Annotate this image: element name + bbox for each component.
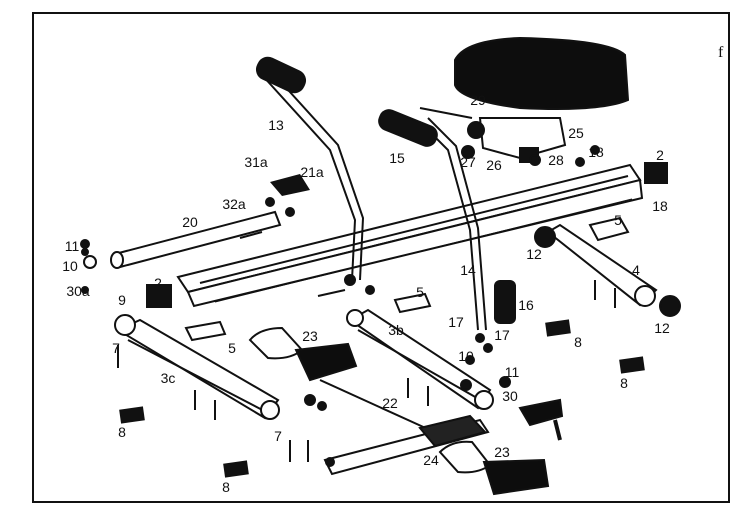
callout-c24: 24 — [423, 452, 439, 468]
callout-c31a: 31a — [244, 154, 268, 170]
callout-c4: 4 — [632, 262, 640, 278]
foot-pads — [119, 319, 645, 478]
seat-bracket — [478, 117, 567, 163]
callout-c30a: 30a — [66, 283, 90, 299]
end-cap-left — [146, 284, 172, 308]
callout-c11b: 11 — [504, 364, 520, 380]
callout-c29: 29 — [470, 92, 486, 108]
callout-c23a: 23 — [302, 328, 318, 344]
callout-c10a: 10 — [62, 258, 78, 274]
right-handle-bar — [378, 109, 487, 331]
corner-mark: f — [718, 44, 724, 61]
callout-c17a: 17 — [448, 314, 464, 330]
callout-c32a: 32a — [222, 196, 246, 212]
callout-c25: 25 — [568, 125, 584, 141]
callout-c3b: 3b — [388, 322, 404, 338]
callout-c8b: 8 — [620, 375, 628, 391]
callout-c7b: 7 — [274, 428, 282, 444]
end-cap-right — [644, 162, 668, 184]
front-rail-3c — [114, 314, 280, 420]
left-handle-bar — [255, 56, 365, 281]
brackets-5 — [184, 216, 630, 342]
callout-c8a: 8 — [574, 334, 582, 350]
diagram-border — [32, 12, 730, 503]
callout-c5c: 5 — [228, 340, 236, 356]
callout-c14: 14 — [460, 262, 476, 278]
callout-c2a: 2 — [656, 147, 664, 163]
callout-c28: 28 — [548, 152, 564, 168]
foot-pedal-right — [438, 398, 564, 496]
callout-c9: 9 — [118, 292, 126, 308]
callout-c16: 16 — [518, 297, 534, 313]
callout-c11a: 11 — [64, 238, 80, 254]
callout-c22: 22 — [382, 395, 398, 411]
callout-c27: 27 — [460, 154, 476, 170]
spring-16 — [494, 280, 516, 324]
callout-c7a: 7 — [112, 340, 120, 356]
callout-c20: 20 — [182, 214, 198, 230]
callout-c18b: 18 — [652, 198, 668, 214]
callout-c5b: 5 — [416, 284, 424, 300]
callout-c12a: 12 — [526, 246, 542, 262]
clamp-21a — [270, 174, 310, 196]
callout-c23b: 23 — [494, 444, 510, 460]
seat-cushion — [454, 36, 630, 110]
callout-c17b: 17 — [494, 327, 510, 343]
callout-c3c: 3c — [160, 370, 176, 386]
callout-c12b: 12 — [654, 320, 670, 336]
callout-c26: 26 — [486, 157, 502, 173]
callout-c2b: 2 — [154, 275, 162, 291]
callout-c30b: 30 — [502, 388, 518, 404]
callout-c21a: 21a — [300, 164, 324, 180]
side-rail-4 — [534, 223, 681, 317]
callout-c10b: 10 — [458, 348, 474, 364]
lower-cylinder — [319, 379, 490, 476]
callout-c8c: 8 — [118, 424, 126, 440]
callout-c13: 13 — [268, 117, 284, 133]
left-cylinder — [110, 210, 282, 269]
callout-c15: 15 — [389, 150, 405, 166]
callout-c5a: 5 — [614, 212, 622, 228]
foot-pedal-left — [248, 326, 358, 382]
hardware — [80, 107, 616, 467]
callout-c18a: 18 — [588, 144, 604, 160]
main-rail — [176, 163, 644, 308]
callout-c8d: 8 — [222, 479, 230, 495]
